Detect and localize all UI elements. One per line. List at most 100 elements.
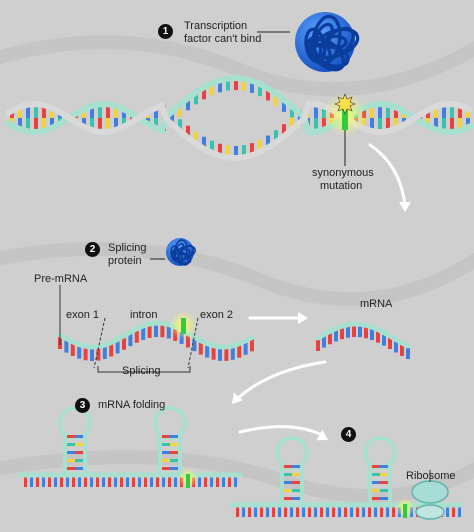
rna-base (250, 339, 254, 352)
base-pair (90, 105, 94, 118)
rna-base (186, 335, 190, 348)
rna-base (302, 507, 305, 517)
base-pair (234, 78, 238, 91)
rna-base (30, 477, 33, 487)
rna-base (362, 507, 365, 517)
arrow-head-4 (316, 429, 328, 441)
base-pair (186, 125, 190, 138)
rna-base (160, 325, 165, 338)
folded-mrna-hairpin-1-loop (58, 406, 92, 440)
rna-base (284, 473, 292, 476)
base-pair (266, 88, 270, 101)
rna-base (400, 344, 404, 356)
step-1-badge: 1 (158, 24, 173, 39)
rna-base (96, 348, 101, 361)
base-pair (394, 107, 398, 118)
base-pair (226, 78, 230, 91)
arrow-head-1 (399, 202, 411, 212)
rna-base (308, 507, 311, 517)
rna-base (75, 435, 83, 438)
base-pair (274, 93, 278, 106)
rna-base (284, 497, 292, 500)
exon-1-label: exon 1 (66, 309, 100, 321)
base-pair (122, 109, 126, 118)
pre-mrna-label: Pre-mRNA (34, 273, 88, 285)
base-pair (42, 118, 46, 131)
rna-base (446, 507, 449, 517)
rna-base (192, 339, 197, 352)
rna-base (332, 507, 335, 517)
rna-base (96, 477, 99, 487)
step-2-badge: 2 (85, 242, 100, 257)
base-pair (98, 104, 102, 118)
rna-base (174, 477, 177, 487)
base-pair (282, 124, 286, 137)
base-pair (194, 92, 198, 105)
dna-double-helix (5, 74, 473, 166)
rna-base (67, 443, 75, 446)
rna-base (326, 507, 329, 517)
base-pair (202, 87, 206, 100)
base-pair (370, 118, 374, 132)
rna-base (372, 465, 380, 468)
arrow-head-2 (298, 312, 308, 324)
splicing-protein-coil (173, 239, 188, 264)
base-pair (82, 118, 86, 127)
base-pair (50, 118, 54, 128)
pre-mrna-strand (57, 285, 255, 373)
rna-base (260, 507, 263, 517)
rna-base (358, 326, 362, 338)
base-pair (250, 143, 254, 156)
base-pair (178, 119, 182, 132)
base-pair (194, 131, 198, 144)
folding-mutation-base (186, 474, 190, 488)
rna-base (316, 340, 320, 351)
translating-mutation-base (403, 504, 407, 518)
rna-base (376, 331, 380, 343)
rna-base (386, 507, 389, 517)
rna-base (278, 507, 281, 517)
base-pair (18, 106, 22, 118)
rna-base (406, 348, 410, 360)
base-pair (106, 118, 110, 132)
rna-base (216, 477, 219, 487)
rna-base (352, 326, 356, 338)
rna-base (102, 347, 107, 360)
base-pair (266, 135, 270, 148)
rna-base (138, 477, 141, 487)
mrna-strand (315, 321, 411, 360)
rna-base (84, 477, 87, 487)
base-pair (202, 136, 206, 149)
rna-base (24, 477, 27, 487)
rna-base (222, 477, 225, 487)
rna-base (230, 347, 235, 360)
rna-base (75, 459, 83, 462)
base-pair (466, 118, 470, 128)
pre-mrna-backbone (57, 320, 255, 350)
base-pair (434, 106, 438, 118)
base-pair (258, 139, 262, 152)
rna-base (162, 477, 165, 487)
rna-base (266, 507, 269, 517)
base-pair (426, 118, 430, 126)
rna-base (128, 334, 133, 347)
intron-label: intron (130, 309, 158, 321)
base-pair (290, 117, 294, 130)
base-pair (218, 143, 222, 156)
rna-base (292, 481, 300, 484)
rna-base (296, 507, 299, 517)
rna-base (90, 477, 93, 487)
rna-base (388, 338, 392, 350)
rna-base (372, 489, 380, 492)
rna-base (224, 348, 229, 361)
base-pair (114, 118, 118, 130)
base-pair (466, 108, 470, 118)
rna-base (170, 443, 178, 446)
rna-base (254, 507, 257, 517)
rna-base (144, 477, 147, 487)
rna-base (109, 344, 114, 357)
rna-base (234, 477, 237, 487)
arrow-dna-to-splicing (368, 143, 407, 207)
base-pair (234, 145, 238, 158)
rna-base (314, 507, 317, 517)
